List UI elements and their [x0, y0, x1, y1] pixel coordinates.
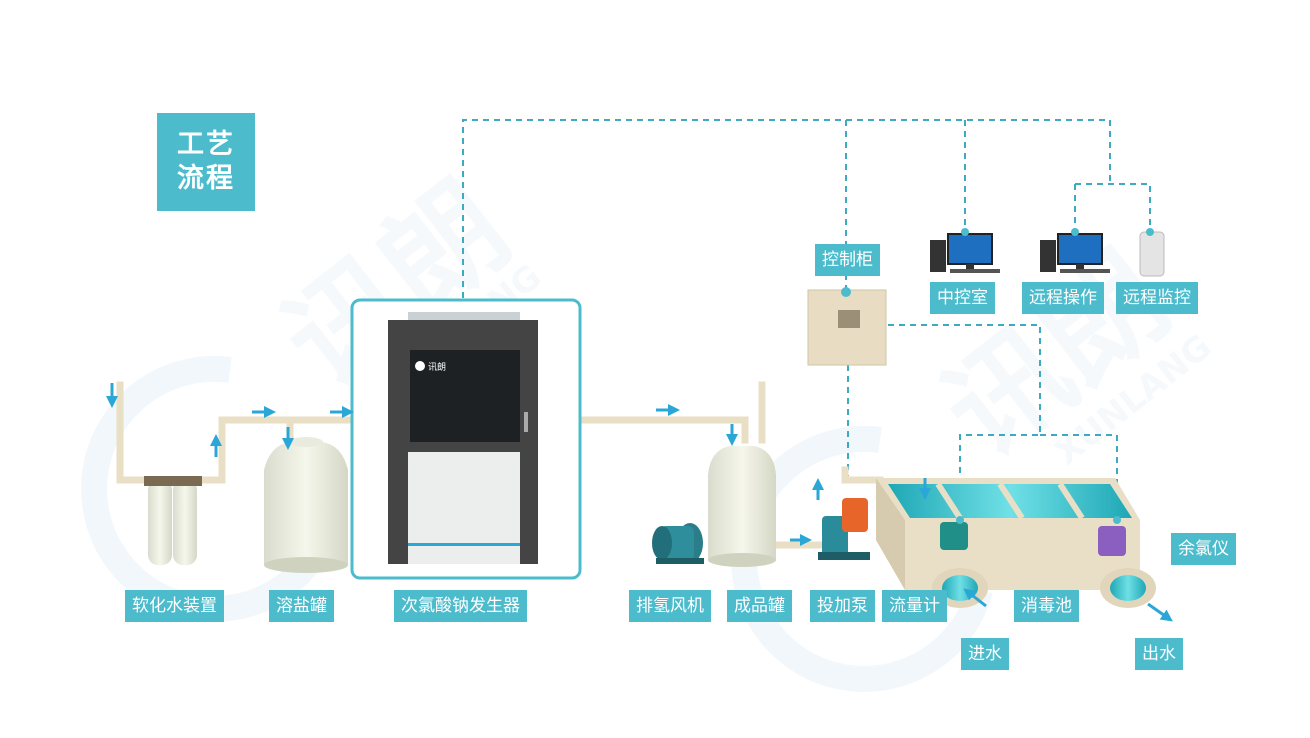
label-dosing-pump: 投加泵 — [810, 590, 875, 622]
label-product-tank: 成品罐 — [727, 590, 792, 622]
flow-arrows — [106, 383, 1173, 622]
label-generator: 次氯酸钠发生器 — [394, 590, 527, 622]
hydrogen-exhaust-fan — [652, 523, 704, 564]
product-tank — [708, 446, 776, 567]
label-water-in: 进水 — [961, 638, 1009, 670]
sodium-hypochlorite-generator: 讯朗 — [350, 298, 582, 580]
label-salt-tank: 溶盐罐 — [269, 590, 334, 622]
label-control-cabinet: 控制柜 — [815, 244, 880, 276]
label-residual-chlorine: 余氯仪 — [1171, 533, 1236, 565]
remote-operation-computer — [1040, 228, 1110, 273]
label-flowmeter: 流量计 — [882, 590, 947, 622]
central-control-computer — [930, 228, 1000, 273]
salt-tank — [264, 437, 348, 573]
process-flow-title: 工艺 流程 — [157, 113, 255, 211]
label-remote-operation: 远程操作 — [1022, 282, 1104, 314]
control-cabinet — [807, 287, 887, 366]
label-central-control: 中控室 — [930, 282, 995, 314]
label-remote-monitoring: 远程监控 — [1116, 282, 1198, 314]
generator-logo: 讯朗 — [428, 361, 446, 373]
remote-monitoring-device — [1139, 228, 1165, 277]
watermark-logo-right — [731, 425, 993, 692]
dosing-pump — [818, 498, 870, 560]
softener-unit — [144, 476, 202, 565]
label-softener: 软化水装置 — [125, 590, 224, 622]
disinfection-pool — [876, 478, 1156, 608]
label-disinfection-pool: 消毒池 — [1014, 590, 1079, 622]
title-line-2: 流程 — [177, 163, 235, 194]
label-h2-fan: 排氢风机 — [629, 590, 711, 622]
pipes — [116, 381, 884, 549]
title-line-1: 工艺 — [177, 129, 235, 160]
label-water-out: 出水 — [1135, 638, 1183, 670]
watermark-logo-left — [81, 355, 343, 622]
